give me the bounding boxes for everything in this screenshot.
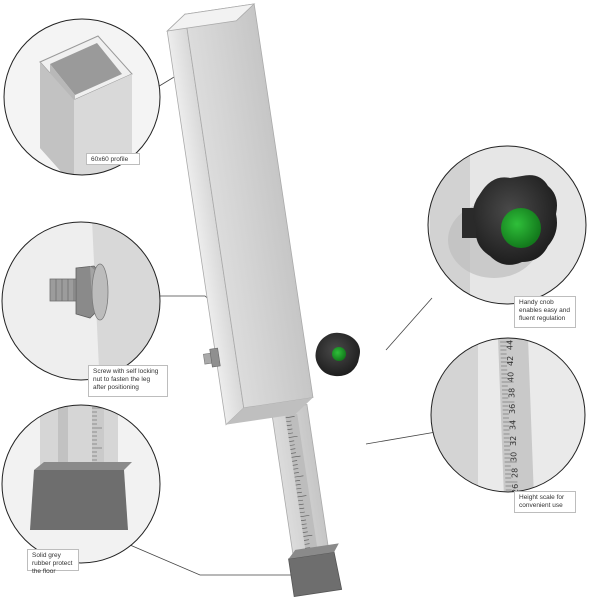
leg (166, 3, 343, 597)
screw-nut (209, 347, 221, 368)
leg-scale-tick (291, 455, 301, 458)
leader-knob (385, 297, 433, 351)
outer-tube-bottom (226, 397, 313, 425)
detail-scale-number: 38 (507, 388, 516, 398)
detail-rubber (1, 404, 161, 564)
leg-scale-tick (292, 464, 298, 466)
leg-scale-tick (300, 515, 310, 517)
leg-scale-tick (285, 416, 295, 419)
profile-front-left (40, 62, 74, 175)
detail-scale-number: 44 (505, 340, 514, 350)
leg-scale-tick (297, 495, 307, 498)
leg-scale-tick (300, 519, 307, 521)
leg-scale-tick (293, 468, 299, 470)
rubber-detail-cap (30, 470, 128, 530)
leg-scale-tick (287, 428, 293, 430)
leg-knob (315, 332, 360, 377)
leg-scale-tick (299, 511, 305, 514)
leader-rubber (129, 544, 300, 576)
caption-scale: Height scale for convenient use (514, 491, 576, 513)
detail-scale-ticks (500, 341, 518, 491)
detail-scale-number: 28 (510, 468, 519, 478)
outer-tube-top (166, 3, 256, 32)
knob-large-green (501, 208, 541, 248)
detail-screw (1, 221, 161, 381)
leg-scale-tick (288, 435, 298, 438)
inner-tube-slot (285, 414, 320, 563)
detail-scale: 44 42 40 38 36 34 32 30 28 26 (430, 337, 586, 494)
leg-scale-tick (289, 444, 295, 446)
leg-scale-tick (295, 480, 301, 482)
leg-scale-tick (289, 440, 295, 442)
leg-scale-tick (296, 491, 302, 494)
leg-scale-tick (286, 424, 292, 427)
leader-scale (365, 431, 437, 445)
leg-scale-tick (295, 484, 301, 486)
detail-scale-number: 36 (508, 404, 517, 414)
leg-scale-tick (302, 527, 308, 529)
leg-scale-tick (301, 523, 307, 525)
leg-scale-tick (298, 503, 304, 506)
leg-scale-tick (302, 531, 308, 533)
detail-scale-number: 34 (508, 420, 517, 430)
knob-green-center (332, 347, 346, 361)
detail-scale-number: 40 (507, 372, 516, 382)
leg-scale-tick (293, 472, 299, 474)
leg-scale-tick (303, 539, 309, 541)
leg-scale-tick (299, 507, 305, 510)
screw-washer (91, 263, 109, 321)
leg-scale-ticks (285, 416, 316, 557)
leg-scale-tick (303, 534, 313, 537)
leg-scale-tick (287, 432, 294, 434)
detail-knob (427, 145, 587, 305)
rubber-detail-ticks (92, 407, 102, 461)
caption-knob: Handy cnob enables easy and fluent regul… (514, 296, 576, 328)
leg-scale-tick (286, 420, 292, 423)
leg-scale-tick (294, 475, 304, 478)
profile-hollow (50, 43, 122, 95)
detail-scale-number: 32 (509, 436, 518, 446)
rubber-detail-tube (40, 405, 118, 470)
leg-scale-tick (298, 499, 304, 502)
leg-scale-tick (290, 452, 296, 454)
caption-rubber: Solid grey rubber protect the floor (27, 549, 79, 575)
detail-scale-number: 30 (510, 452, 519, 462)
caption-screw: Screw with self locking nut to fasten th… (88, 365, 168, 397)
leg-scale-tick (292, 460, 298, 462)
rubber-foot (288, 551, 343, 597)
detail-profile (3, 18, 161, 176)
caption-profile: 60x60 profile (86, 153, 140, 165)
leg-scale-tick (296, 487, 302, 490)
detail-scale-numbers: 44 42 40 38 36 34 32 30 28 26 (505, 340, 520, 494)
rubber-detail-cap-top (34, 462, 132, 470)
leg-scale-tick (290, 448, 296, 450)
leg-scale-tick (304, 543, 310, 545)
rubber-foot-top (288, 543, 339, 559)
detail-scale-number: 26 (511, 484, 520, 494)
detail-scale-number: 42 (506, 356, 515, 366)
